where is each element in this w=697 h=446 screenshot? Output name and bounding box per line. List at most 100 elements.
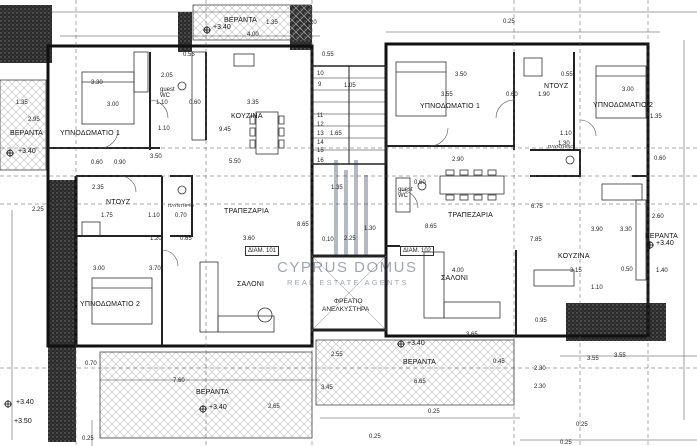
dim: 4.00 — [247, 32, 259, 38]
stair-step-number: 11 — [317, 113, 324, 119]
dim: 3.60 — [243, 236, 255, 242]
dim: 3.00 — [107, 102, 119, 108]
watermark-tagline: REAL ESTATE AGENTS — [287, 278, 409, 287]
dim: 5.50 — [229, 159, 241, 165]
label-bedroom-1-right: ΥΠΝΟΔΩΜΑΤΙΟ 1 — [420, 103, 481, 110]
dim: 9.45 — [219, 127, 231, 133]
dim: 0.25 — [503, 19, 515, 25]
dim: 0.60 — [91, 160, 103, 166]
lift-shaft — [310, 254, 388, 332]
level-left-balcony: +3.40 — [18, 148, 36, 155]
dim: 0.60 — [654, 156, 666, 162]
dim: 0.25 — [560, 440, 572, 446]
label-bedroom-1-left: ΥΠΝΟΔΩΜΑΤΙΟ 1 — [60, 130, 121, 137]
level-veranda-top: +3.40 — [213, 24, 231, 31]
dim: 0.45 — [493, 359, 505, 365]
label-bedroom-2-left: ΥΠΝΟΔΩΜΑΤΙΟ 2 — [80, 301, 141, 308]
dim: 1.20 — [150, 236, 162, 242]
dim: 3.70 — [149, 266, 161, 272]
label-veranda-left: ΒΕΡΑΝΤΑ — [10, 130, 44, 137]
dim: 0.20 — [305, 20, 317, 26]
label-guest-wc-left: guest WC — [160, 87, 175, 99]
dim: 1.10 — [148, 213, 160, 219]
dim: 0.50 — [621, 267, 633, 273]
dim: 0.60 — [414, 180, 426, 186]
label-dining-right: ΤΡΑΠΕΖΑΡΙΑ — [448, 212, 494, 219]
dim: 0.25 — [576, 422, 588, 428]
apartment-tag-101: ΔΙΑΜ. 101 — [245, 246, 280, 256]
dim: 0.25 — [82, 436, 94, 442]
dim: 8.65 — [425, 224, 437, 230]
stair-step-number: 9 — [318, 82, 322, 88]
stair-step-number: 16 — [317, 158, 324, 164]
dim: 3.65 — [466, 332, 478, 338]
dim: 3.30 — [91, 80, 103, 86]
dim: 0.60 — [506, 92, 518, 98]
level-right-balcony: +3.40 — [656, 240, 674, 247]
dim: 2.95 — [28, 117, 40, 123]
dim: 1.05 — [344, 83, 356, 89]
label-bedroom-2-right: ΥΠΝΟΔΩΜΑΤΙΟ 2 — [593, 102, 654, 109]
stair-step-number: 15 — [317, 148, 324, 154]
kitchen-counters — [191, 51, 647, 287]
dim: 1.30 — [364, 226, 376, 232]
dim: 3.15 — [570, 268, 582, 274]
dim: 1.35 — [16, 100, 28, 106]
stair-step-number: 10 — [317, 71, 324, 77]
dim: 1.35 — [331, 185, 343, 191]
level-marker-symbols — [4, 26, 654, 413]
dim: 0.25 — [428, 409, 440, 415]
dim: 1.30 — [558, 141, 570, 147]
dim: 0.90 — [114, 160, 126, 166]
dim: 3.45 — [321, 385, 333, 391]
label-living-right: ΣΑΛΟΝΙ — [441, 275, 469, 282]
dim: 2.25 — [32, 207, 44, 213]
dim: 0.10 — [322, 237, 334, 243]
label-lift-shaft-1: ΦΡΕΑΤΙΟ — [334, 298, 363, 305]
dim: 0.55 — [183, 52, 195, 58]
dim: 3.00 — [622, 87, 634, 93]
planter-left-middle — [48, 180, 76, 442]
beds — [81, 61, 647, 325]
level-far-left: +3.50 — [14, 418, 32, 425]
label-guest-wc-right: guest WC — [398, 187, 413, 199]
dim: 3.00 — [93, 266, 105, 272]
stair-step-number: 14 — [317, 140, 324, 146]
label-dining-left: ΤΡΑΠΕΖΑΡΙΑ — [224, 208, 270, 215]
dim: 2.30 — [534, 366, 546, 372]
stair-step-number: 13 — [317, 131, 324, 137]
dim: 0.25 — [369, 434, 381, 440]
dim: 2.35 — [92, 185, 104, 191]
dim: 1.10 — [156, 100, 168, 106]
dim: 7.60 — [173, 378, 185, 384]
dim: 2.60 — [652, 214, 664, 220]
dim: 0.55 — [561, 72, 573, 78]
dining-tables — [249, 111, 505, 201]
dim: 1.75 — [101, 213, 113, 219]
dim: 0.70 — [85, 361, 97, 367]
label-veranda-top: ΒΕΡΑΝΤΑ — [224, 17, 258, 24]
door-swings — [99, 99, 597, 267]
dim: 3.55 — [587, 356, 599, 362]
dim: 2.65 — [268, 404, 280, 410]
dim: 3.50 — [455, 72, 467, 78]
dim: 8.65 — [297, 222, 309, 228]
dim: 1.40 — [656, 268, 668, 274]
dim: 2.25 — [344, 236, 356, 242]
dim: 2.30 — [534, 384, 546, 390]
dim: 1.35 — [266, 20, 278, 26]
dim: 3.55 — [614, 353, 626, 359]
label-veranda-bottom-left: ΒΕΡΑΝΤΑ — [196, 389, 230, 396]
planter-top-left — [0, 5, 52, 63]
veranda-left-hatch — [0, 79, 47, 171]
dim: 3.30 — [620, 227, 632, 233]
dimension-ticks — [0, 11, 697, 446]
label-laundry-right: ΠΛΥΝΤΗΡΙΟ — [548, 144, 574, 149]
dim: 0.65 — [180, 236, 192, 242]
label-kitchen-left: ΚΟΥΖΙΝΑ — [231, 113, 263, 120]
label-veranda-right: ΒΕΡΑΝΤΑ — [645, 233, 679, 240]
dim: 2.90 — [452, 157, 464, 163]
level-center-landing: +3.40 — [407, 340, 425, 347]
